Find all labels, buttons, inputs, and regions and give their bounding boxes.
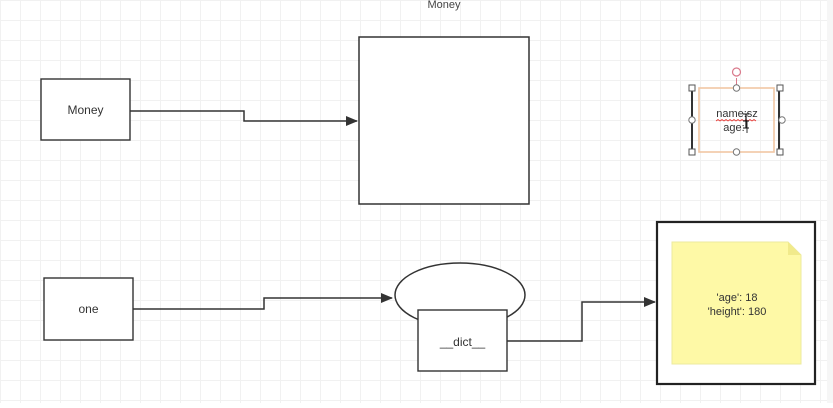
money-node[interactable]: Money bbox=[40, 78, 131, 141]
edit-text-line-2[interactable]: age: bbox=[723, 122, 744, 134]
resize-handle-left[interactable] bbox=[688, 116, 696, 124]
connector-one-to-object[interactable] bbox=[133, 293, 393, 310]
connector-dict-to-note[interactable] bbox=[507, 297, 656, 342]
diagram-title: Money bbox=[427, 0, 461, 11]
note-text-line-2: 'height': 180 bbox=[708, 306, 767, 318]
resize-handle-bottom[interactable] bbox=[732, 148, 741, 156]
dict-label: __dict__ bbox=[439, 335, 486, 349]
note-fold-icon bbox=[788, 242, 801, 255]
resize-handle-top-right[interactable] bbox=[776, 84, 784, 92]
dict-content-note[interactable]: 'age': 18 'height': 180 bbox=[671, 241, 802, 365]
resize-handle-right[interactable] bbox=[778, 116, 786, 124]
resize-handle-bottom-right[interactable] bbox=[776, 148, 784, 156]
edit-text-line-1[interactable]: name:sz bbox=[716, 108, 758, 120]
spellcheck-underline bbox=[715, 119, 757, 122]
one-node[interactable]: one bbox=[43, 277, 134, 341]
i-beam-cursor-icon bbox=[743, 113, 749, 129]
note-text-line-1: 'age': 18 bbox=[717, 292, 758, 304]
resize-handle-top-left[interactable] bbox=[688, 84, 696, 92]
editing-text-shape[interactable]: name:sz age: bbox=[688, 67, 786, 156]
rotate-handle[interactable] bbox=[731, 67, 742, 77]
vertical-scrollbar[interactable] bbox=[827, 0, 833, 403]
selection-frame bbox=[698, 87, 775, 153]
money-label: Money bbox=[67, 103, 103, 117]
resize-handle-top[interactable] bbox=[732, 84, 741, 92]
one-label: one bbox=[78, 302, 98, 316]
connector-money-to-box[interactable] bbox=[130, 110, 358, 126]
money-object-box[interactable] bbox=[358, 36, 530, 205]
resize-handle-bottom-left[interactable] bbox=[688, 148, 696, 156]
dict-node[interactable]: __dict__ bbox=[417, 309, 508, 372]
